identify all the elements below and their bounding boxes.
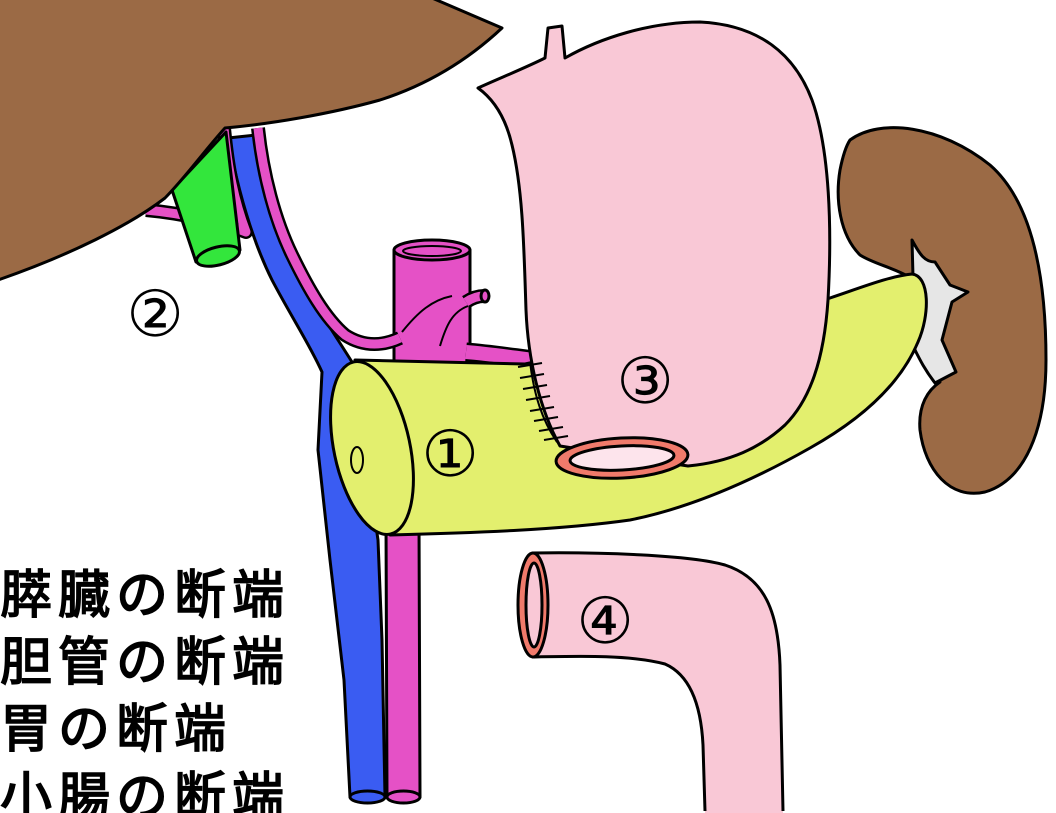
legend-item-small-intestine: 小腸の断端 <box>0 768 320 813</box>
gastric-artery-branch-end <box>481 290 489 302</box>
label-small-intestine-stump: ④ <box>576 585 633 659</box>
splenic-artery <box>466 352 534 360</box>
hepatic-artery <box>258 128 400 344</box>
label-bile-duct-stump: ② <box>126 278 183 352</box>
aorta-end <box>387 791 420 803</box>
legend-item-stomach: 胃の断端 <box>0 700 320 760</box>
aorta <box>386 520 420 797</box>
label-pancreas-stump: ① <box>421 418 478 492</box>
label-stomach-stump: ③ <box>616 345 673 419</box>
legend-item-pancreas: 膵臓の断端 <box>0 566 320 626</box>
small-intestine <box>532 553 783 813</box>
portal-vein-end <box>350 791 385 803</box>
legend-item-bile-duct: 胆管の断端 <box>0 633 320 693</box>
small-intestine-stump-lumen <box>526 563 542 647</box>
